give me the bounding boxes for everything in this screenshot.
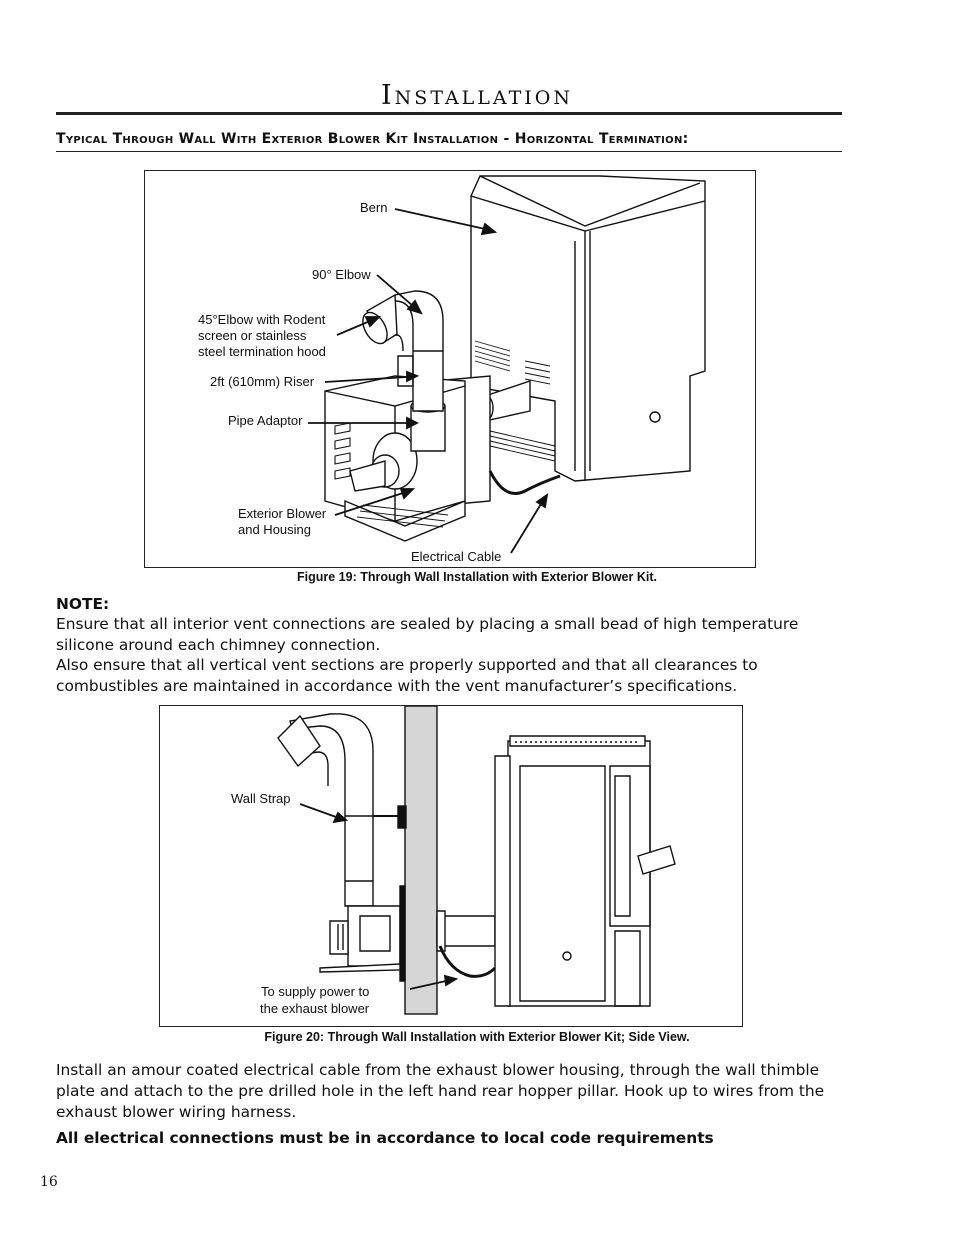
section-subheading: Typical Through Wall With Exterior Blowe… <box>56 131 689 147</box>
figure-20: Wall Strap To supply power to the exhaus… <box>159 705 743 1027</box>
label-electrical-cable: Electrical Cable <box>411 549 502 564</box>
label-45-elbow-line2: screen or stainless <box>198 328 307 343</box>
label-blower-line2: and Housing <box>238 522 311 537</box>
note-heading: NOTE: <box>56 595 110 613</box>
label-blower-line1: Exterior Blower <box>238 506 327 521</box>
page-number: 16 <box>40 1174 58 1190</box>
label-bern: Bern <box>360 200 388 215</box>
figure-20-caption: Figure 20: Through Wall Installation wit… <box>264 1030 690 1044</box>
figure-20-drawing <box>277 706 676 1015</box>
figure-19-caption: Figure 19: Through Wall Installation wit… <box>297 570 657 584</box>
label-45-elbow-line3: steel termination hood <box>198 344 326 359</box>
label-90-elbow: 90° Elbow <box>312 267 371 282</box>
label-pipe-adaptor: Pipe Adaptor <box>228 413 303 428</box>
label-riser: 2ft (610mm) Riser <box>210 374 315 389</box>
label-supply-line2: the exhaust blower <box>260 1001 370 1016</box>
subheading-rule <box>56 151 842 152</box>
title-rule <box>56 112 842 115</box>
page-title: Installation <box>381 80 573 111</box>
label-wall-strap: Wall Strap <box>231 791 291 806</box>
label-supply-line1: To supply power to <box>261 984 370 999</box>
label-45-elbow-line1: 45°Elbow with Rodent <box>198 312 326 327</box>
note-paragraph-1: Ensure that all interior vent connection… <box>56 615 799 654</box>
install-paragraph: Install an amour coated electrical cable… <box>56 1061 825 1121</box>
figure-19-drawing <box>308 175 706 554</box>
figure-19: Bern 90° Elbow 45°Elbow with Rodent scre… <box>144 170 756 568</box>
electrical-warning: All electrical connections must be in ac… <box>56 1129 714 1147</box>
note-paragraph-2: Also ensure that all vertical vent secti… <box>56 656 758 695</box>
